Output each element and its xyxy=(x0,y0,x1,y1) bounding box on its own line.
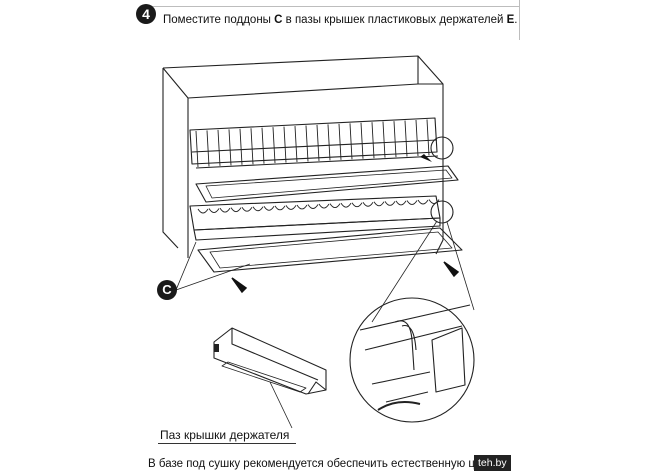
holder-slot-label: Паз крышки держателя xyxy=(160,428,290,442)
arrow-left-tray xyxy=(231,277,248,294)
part-c-leaders xyxy=(175,241,251,291)
instruction-middle: в пазы крышек пластиковых держателей xyxy=(282,14,507,26)
holder-cap-drawing xyxy=(213,327,327,395)
instruction-part-e: E xyxy=(506,14,515,26)
instruction-suffix: . xyxy=(514,14,518,26)
detail-circle-upper xyxy=(430,136,454,160)
arrow-upper-holder xyxy=(420,154,432,162)
holder-label-leader xyxy=(269,381,293,429)
instruction-part-c: C xyxy=(274,14,283,26)
part-c-badge: C xyxy=(157,280,177,300)
lower-plate-rack xyxy=(189,195,441,241)
upper-dish-rack xyxy=(189,117,439,169)
zoom-line-right xyxy=(446,221,475,311)
site-watermark: teh.by xyxy=(474,455,511,471)
cabinet-outline xyxy=(162,55,444,258)
header-rule xyxy=(140,6,520,7)
header-divider xyxy=(519,0,520,40)
zoom-line-left xyxy=(371,220,438,323)
detail-circle-lower xyxy=(430,200,454,224)
step-number-badge: 4 xyxy=(136,4,156,24)
lower-drip-tray xyxy=(197,227,463,273)
zoom-detail xyxy=(349,297,475,423)
instruction-prefix: Поместите поддоны xyxy=(163,14,275,26)
upper-drip-tray xyxy=(195,165,459,203)
instruction-text: Поместите поддоны C в пазы крышек пласти… xyxy=(163,14,517,26)
arrow-right-tray xyxy=(443,261,460,278)
footer-text: В базе под сушку рекомендуется обеспечит… xyxy=(148,458,499,470)
holder-label-underline xyxy=(158,443,296,444)
